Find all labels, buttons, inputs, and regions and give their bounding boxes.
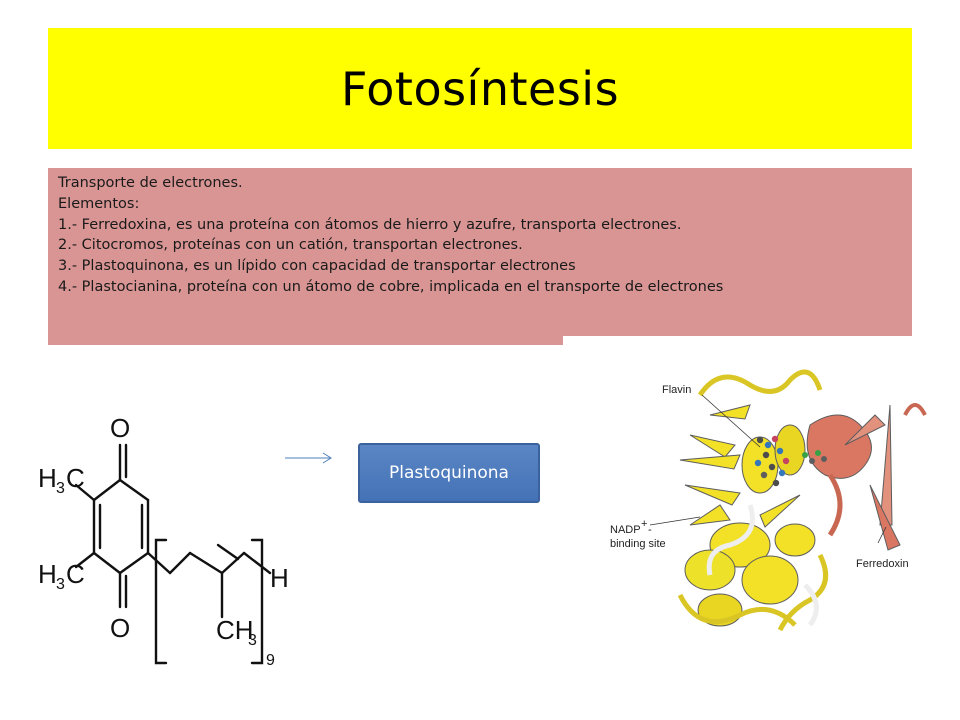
title-banner: Fotosíntesis (48, 28, 912, 149)
ferredoxin-label: Ferredoxin (856, 558, 909, 570)
methyl-chain: CH (216, 615, 254, 645)
ferredoxin-nadp-reductase-image: Flavin NADP + - binding site Ferredoxin (610, 369, 927, 632)
info-line: Elementos: (58, 195, 140, 212)
terminal-h: H (270, 563, 289, 593)
methyl-top-h: H (38, 463, 57, 493)
plastoquinona-label: Plastoquinona (389, 463, 509, 483)
repeat-count: 9 (266, 652, 275, 669)
nadp-dash: - (648, 524, 652, 536)
info-box (48, 168, 912, 336)
methyl-top-sub: 3 (56, 480, 65, 497)
nadp-label: NADP (610, 524, 641, 536)
info-text: Transporte de electrones. Elementos: 1.-… (58, 173, 908, 298)
info-line: 4.- Plastocianina, proteína con un átomo… (58, 278, 724, 295)
oxygen-top: O (110, 413, 130, 443)
methyl-bottom-sub: 3 (56, 576, 65, 593)
methyl-chain-sub: 3 (248, 632, 257, 649)
info-line: 3.- Plastoquinona, es un lípido con capa… (58, 258, 576, 275)
flavin-label: Flavin (662, 384, 691, 396)
slide-title: Fotosíntesis (340, 61, 620, 116)
binding-site-label: binding site (610, 538, 666, 550)
plastoquinone-structure: O O H 3 C H 3 C CH 3 H 9 (38, 413, 289, 669)
methyl-bottom-h: H (38, 559, 57, 589)
info-box-tail (48, 336, 563, 345)
methyl-bottom-c: C (66, 559, 85, 589)
info-line: Transporte de electrones. (58, 175, 243, 191)
info-line: 1.- Ferredoxina, es una proteína con áto… (58, 216, 682, 233)
methyl-top-c: C (66, 463, 85, 493)
oxygen-bottom: O (110, 613, 130, 643)
arrow-right-icon (285, 452, 332, 464)
nadp-sup: + (641, 518, 647, 530)
info-line: 2.- Citocromos, proteínas con un catión,… (58, 237, 523, 254)
plastoquinona-button[interactable]: Plastoquinona (358, 443, 540, 503)
